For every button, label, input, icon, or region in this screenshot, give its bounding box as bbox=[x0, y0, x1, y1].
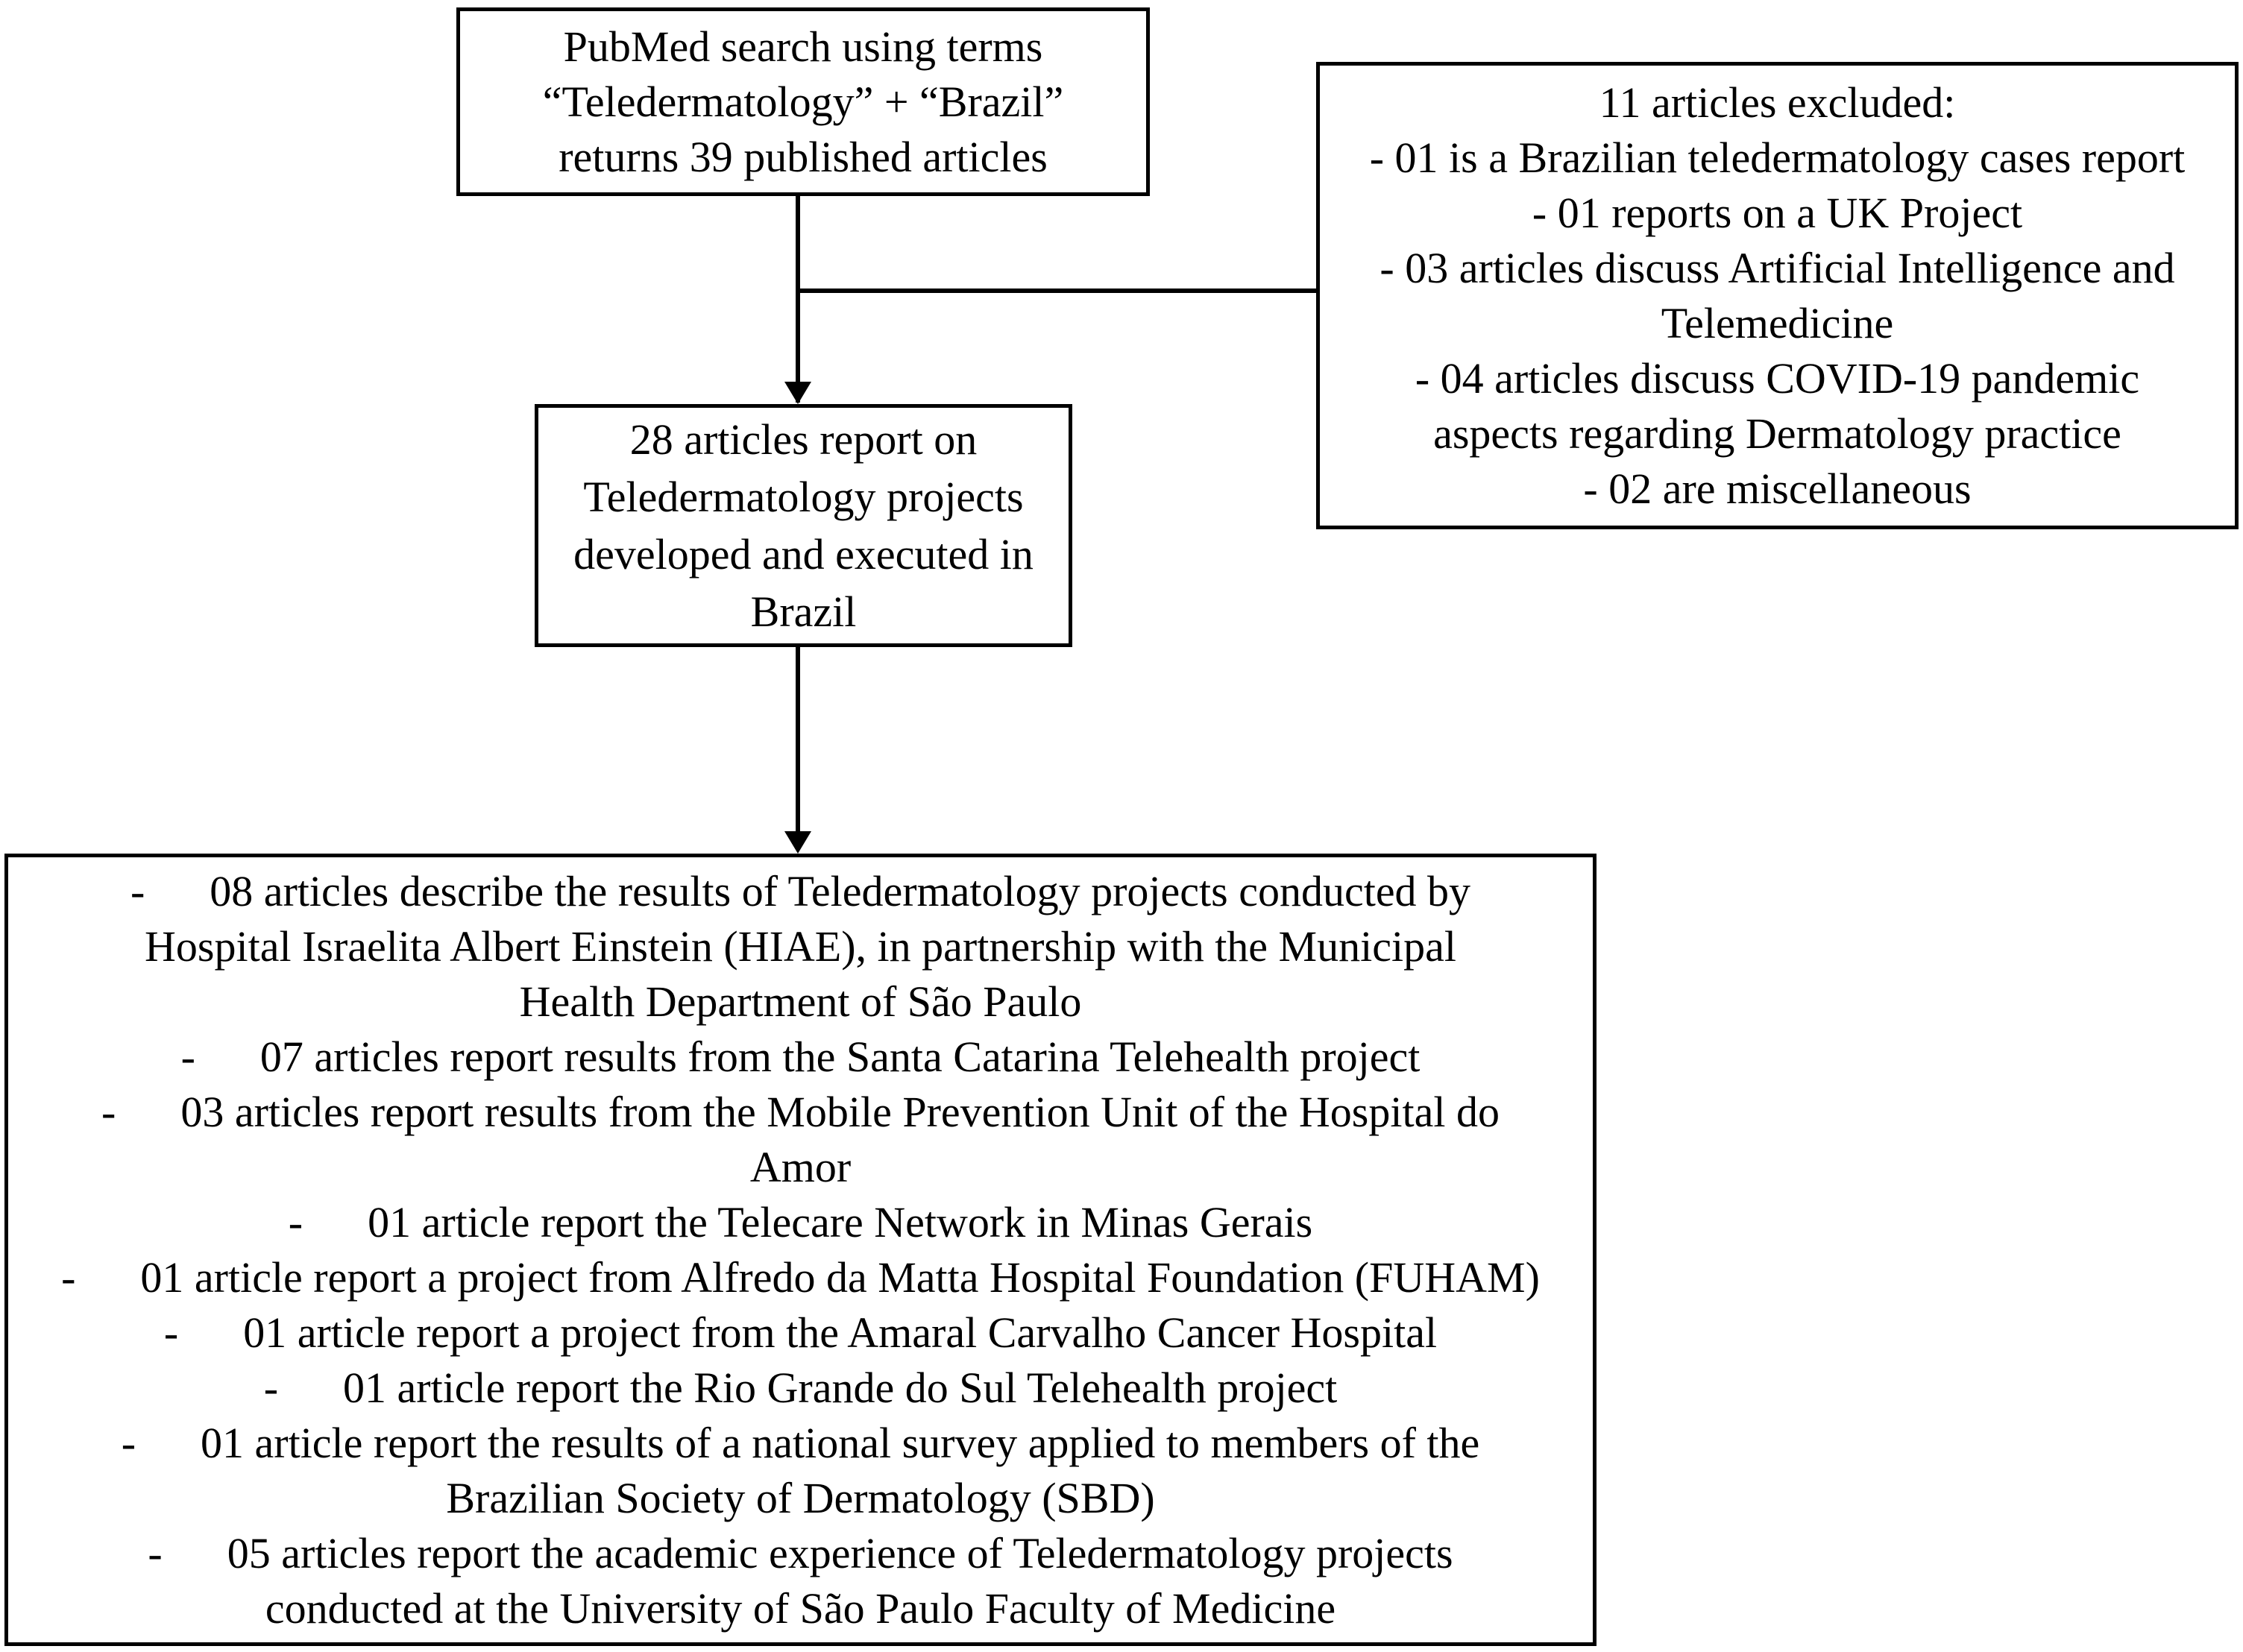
results-box-line: Amor bbox=[749, 1142, 852, 1191]
excluded-box-line: - 04 articles discuss COVID-19 pandemic bbox=[1415, 353, 2140, 403]
excluded-box-line: Telemedicine bbox=[1661, 298, 1894, 347]
search-box-line: returns 39 published articles bbox=[559, 132, 1048, 181]
pubmed-search-box: PubMed search using terms “Teledermatolo… bbox=[456, 7, 1150, 196]
included-articles-box: 28 articles report on Teledermatology pr… bbox=[535, 404, 1072, 647]
excluded-box-line: - 02 are miscellaneous bbox=[1583, 464, 1972, 513]
included-box-line: Brazil bbox=[750, 587, 857, 636]
included-box-line: developed and executed in bbox=[573, 530, 1034, 578]
excluded-box-line: - 01 reports on a UK Project bbox=[1532, 188, 2023, 237]
included-box-line: Teledermatology projects bbox=[583, 473, 1024, 521]
search-box-line: PubMed search using terms bbox=[563, 22, 1043, 71]
results-box-line: - 03 articles report results from the Mo… bbox=[101, 1087, 1500, 1136]
results-box-line: conducted at the University of São Paulo… bbox=[265, 1583, 1336, 1633]
results-box-line: - 05 articles report the academic experi… bbox=[148, 1528, 1453, 1577]
results-box-line: - 01 article report a project from Alfre… bbox=[61, 1252, 1540, 1302]
results-box-line: - 01 article report a project from the A… bbox=[163, 1308, 1438, 1357]
arrowhead-into-results-box bbox=[784, 831, 811, 854]
results-box-line: - 01 article report the results of a nat… bbox=[121, 1418, 1480, 1467]
excluded-box-heading: 11 articles excluded: bbox=[1599, 78, 1956, 127]
results-box-line: Brazilian Society of Dermatology (SBD) bbox=[446, 1473, 1155, 1522]
results-box-line: - 07 articles report results from the Sa… bbox=[180, 1032, 1421, 1081]
results-box-line: - 01 article report the Rio Grande do Su… bbox=[263, 1363, 1338, 1412]
excluded-box-line: - 01 is a Brazilian teledermatology case… bbox=[1369, 133, 2186, 182]
results-box-line: - 01 article report the Telecare Network… bbox=[288, 1197, 1313, 1246]
results-box-line: - 08 articles describe the results of Te… bbox=[130, 866, 1471, 915]
excluded-articles-box: 11 articles excluded: - 01 is a Brazilia… bbox=[1316, 62, 2239, 529]
excluded-box-line: - 03 articles discuss Artificial Intelli… bbox=[1380, 243, 2175, 292]
included-box-line: 28 articles report on bbox=[629, 415, 978, 464]
search-box-line: “Teledermatology” + “Brazil” bbox=[542, 77, 1064, 126]
results-breakdown-box: - 08 articles describe the results of Te… bbox=[4, 854, 1596, 1646]
results-box-line: Hospital Israelita Albert Einstein (HIAE… bbox=[145, 921, 1456, 971]
arrowhead-into-included-box bbox=[784, 382, 811, 404]
results-box-line: Health Department of São Paulo bbox=[519, 977, 1082, 1026]
excluded-box-line: aspects regarding Dermatology practice bbox=[1433, 409, 2121, 458]
